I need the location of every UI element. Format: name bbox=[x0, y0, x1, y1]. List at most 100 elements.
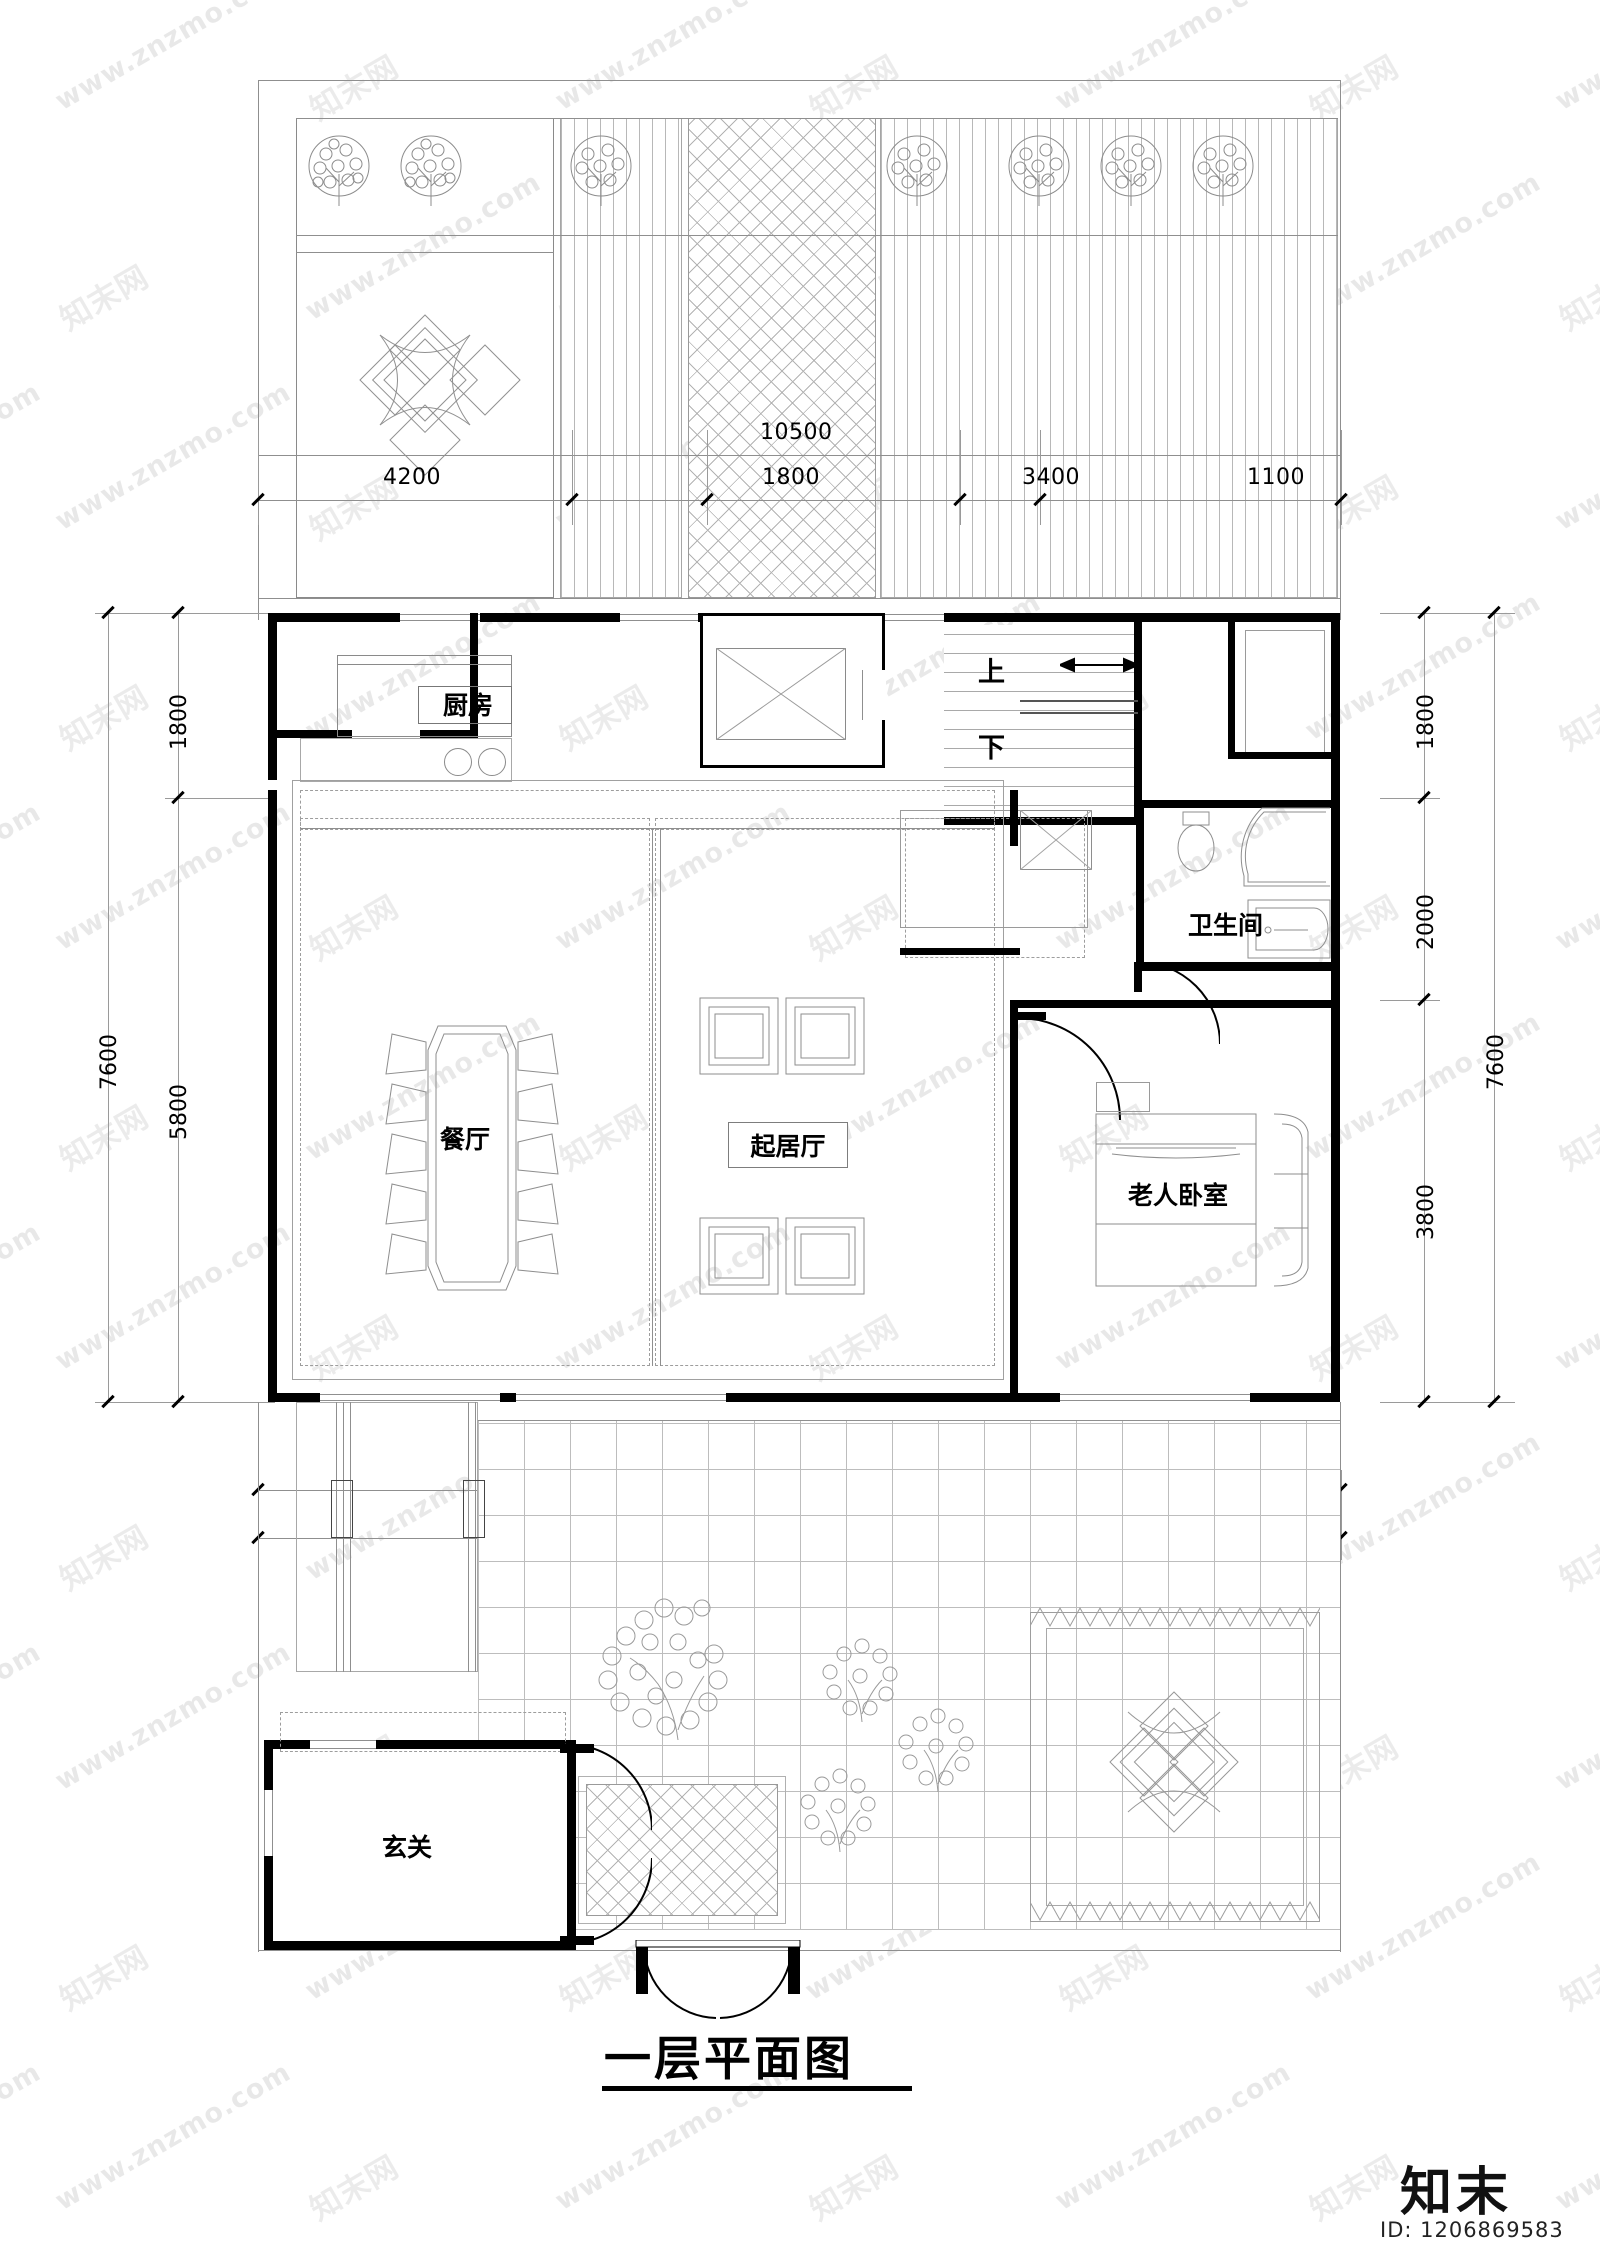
outdoor-table-set bbox=[330, 285, 521, 476]
sofa-top-right bbox=[785, 997, 865, 1075]
watermark-tile: 知末网 bbox=[1554, 1518, 1600, 1599]
room-label-dining: 餐厅 bbox=[440, 1125, 491, 1154]
top-dimension-segment-2: 1800 bbox=[762, 465, 820, 490]
right-dimension-segment-3: 3800 bbox=[1414, 1184, 1439, 1240]
watermark-tile: www.znzmo.com bbox=[1550, 796, 1600, 957]
sofa-bottom-left bbox=[699, 1217, 779, 1295]
watermark-tile: www.znzmo.com bbox=[0, 796, 47, 957]
tree-symbol-courtyard-b bbox=[790, 1760, 890, 1858]
entrance-floor-outline bbox=[280, 1712, 566, 1752]
closet-unit bbox=[1020, 810, 1092, 870]
room-label-bathroom: 卫生间 bbox=[1188, 911, 1264, 940]
watermark-tile: www.znzmo.com bbox=[50, 0, 297, 117]
watermark-tile: 知末网 bbox=[554, 678, 656, 759]
tree-symbol-courtyard-c bbox=[888, 1700, 988, 1798]
ceiling-outline-dining bbox=[300, 818, 650, 1366]
paving-strip-right bbox=[880, 118, 1338, 598]
watermark-tile: www.znzmo.com bbox=[0, 0, 47, 117]
watermark-tile: www.znzmo.com bbox=[1050, 0, 1297, 117]
watermark-tile: www.znzmo.com bbox=[50, 376, 297, 537]
watermark-tile: 知末网 bbox=[804, 48, 906, 129]
left-overall-dimension: 7600 bbox=[97, 1034, 122, 1090]
room-label-entrance-hall: 玄关 bbox=[382, 1833, 433, 1862]
watermark-tile: 知末网 bbox=[1304, 2148, 1406, 2229]
armchair-furniture bbox=[1264, 1110, 1322, 1290]
tree-symbol bbox=[300, 128, 378, 210]
sofa-bottom-right bbox=[785, 1217, 865, 1295]
watermark-tile: 知末网 bbox=[1554, 1098, 1600, 1179]
sofa-top-left bbox=[699, 997, 779, 1075]
dining-table-set bbox=[382, 1008, 562, 1308]
watermark-tile: www.znzmo.com bbox=[1550, 376, 1600, 537]
stair-down-marker: 下 bbox=[978, 733, 1005, 764]
watermark-tile: www.znzmo.com bbox=[0, 2056, 47, 2217]
right-overall-dimension: 7600 bbox=[1484, 1034, 1509, 1090]
left-dimension-segment-1: 1800 bbox=[167, 694, 192, 750]
watermark-tile: 知末网 bbox=[54, 1938, 156, 2019]
tree-symbol bbox=[1184, 128, 1262, 210]
stair-up-marker: 上 bbox=[978, 657, 1005, 688]
hall-outline bbox=[905, 818, 1085, 958]
watermark-tile: 知末网 bbox=[304, 48, 406, 129]
watermark-tile: www.znzmo.com bbox=[0, 1636, 47, 1797]
title-underline bbox=[602, 2086, 912, 2091]
top-dimension-segment-4: 1100 bbox=[1247, 465, 1305, 490]
watermark-tile: 知末网 bbox=[1554, 258, 1600, 339]
drawing-id-label: ID: 1206869583 bbox=[1380, 2218, 1564, 2242]
top-overall-dimension: 10500 bbox=[760, 420, 833, 445]
tree-symbol bbox=[878, 128, 956, 210]
watermark-tile: www.znzmo.com bbox=[1550, 1216, 1600, 1377]
tree-symbol-courtyard-large bbox=[586, 1580, 766, 1755]
washbasin-fixture bbox=[1247, 899, 1331, 959]
vestibule-walls bbox=[700, 613, 885, 768]
watermark-tile: www.znzmo.com bbox=[50, 2056, 297, 2217]
top-dimension-segment-1: 4200 bbox=[383, 465, 441, 490]
pavilion-outline bbox=[1030, 1612, 1320, 1922]
watermark-tile: www.znzmo.com bbox=[1550, 1636, 1600, 1797]
right-dimension-segment-1: 1800 bbox=[1414, 694, 1439, 750]
watermark-tile: 知末网 bbox=[1304, 1308, 1406, 1389]
top-dimension-segment-3: 3400 bbox=[1022, 465, 1080, 490]
paving-strip-vertical bbox=[560, 118, 682, 598]
nightstand bbox=[1096, 1082, 1150, 1112]
entry-paving-hatch bbox=[586, 1784, 778, 1916]
watermark-tile: www.znzmo.com bbox=[1050, 2056, 1297, 2217]
garden-strip-left bbox=[296, 1402, 478, 1672]
watermark-tile: www.znzmo.com bbox=[50, 1636, 297, 1797]
watermark-tile: 知末网 bbox=[1554, 678, 1600, 759]
drawing-title: 一层平面图 bbox=[604, 2032, 854, 2087]
tree-symbol bbox=[392, 128, 470, 210]
tree-symbol-courtyard-a bbox=[812, 1630, 912, 1728]
watermark-tile: www.znzmo.com bbox=[0, 1216, 47, 1377]
watermark-tile: www.znzmo.com bbox=[50, 1216, 297, 1377]
ceiling-outline-living bbox=[655, 818, 995, 1366]
watermark-tile: 知末网 bbox=[1554, 1938, 1600, 2019]
wall-bottom bbox=[268, 1393, 1340, 1402]
stair-treads bbox=[944, 625, 1134, 825]
toilet-fixture bbox=[1170, 811, 1222, 874]
tree-symbol bbox=[1000, 128, 1078, 210]
watermark-tile: 知末网 bbox=[54, 1098, 156, 1179]
tree-symbol bbox=[1092, 128, 1170, 210]
watermark-tile: 知末网 bbox=[54, 1518, 156, 1599]
left-dimension-segment-2: 5800 bbox=[167, 1084, 192, 1140]
watermark-tile: www.znzmo.com bbox=[0, 376, 47, 537]
shower-fixture bbox=[1240, 807, 1330, 892]
watermark-tile: 知末网 bbox=[304, 2148, 406, 2229]
right-dimension-segment-2: 2000 bbox=[1414, 894, 1439, 950]
vestibule-window-panel bbox=[716, 648, 846, 740]
pergola-hatch-top bbox=[688, 118, 876, 598]
watermark-tile: www.znzmo.com bbox=[50, 796, 297, 957]
pavilion-table-set bbox=[1080, 1662, 1270, 1862]
watermark-tile: 知末网 bbox=[804, 2148, 906, 2229]
tree-symbol bbox=[562, 128, 640, 210]
rail-post-a bbox=[331, 1480, 353, 1538]
rail-post-b bbox=[463, 1480, 485, 1538]
room-label-kitchen: 厨房 bbox=[443, 691, 494, 720]
watermark-tile: www.znzmo.com bbox=[1550, 2056, 1600, 2217]
brand-watermark: 知末 bbox=[1400, 2163, 1513, 2223]
watermark-tile: 知末网 bbox=[1304, 48, 1406, 129]
bed-furniture bbox=[1095, 1113, 1257, 1287]
wall-left bbox=[268, 613, 277, 1402]
room-label-living: 起居厅 bbox=[728, 1122, 848, 1168]
